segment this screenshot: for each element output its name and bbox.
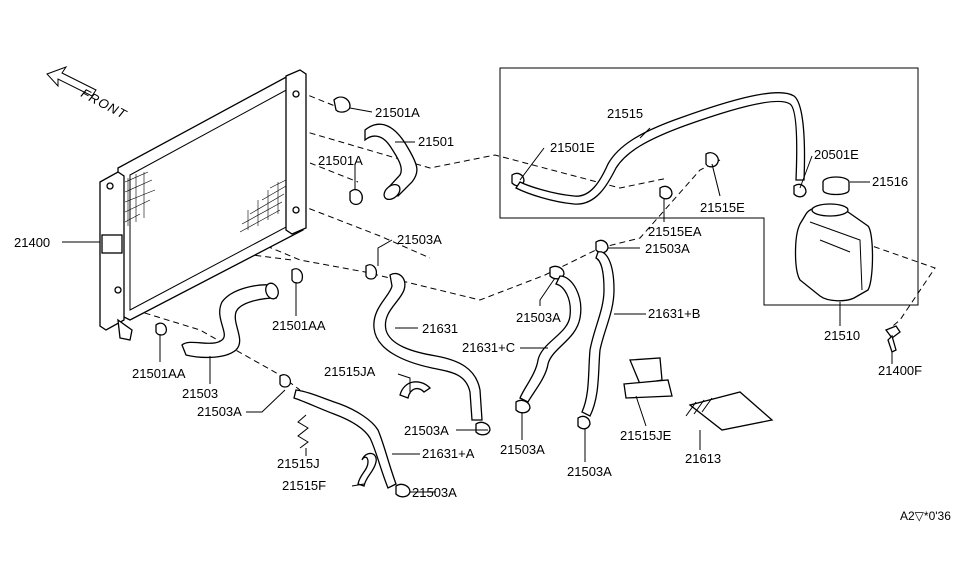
label-21501AA-b: 21501AA xyxy=(132,366,186,381)
radiator xyxy=(99,69,307,341)
heater-hose-21631 xyxy=(373,272,483,421)
label-21510: 21510 xyxy=(824,328,860,343)
clip-21515J-icon xyxy=(297,414,309,449)
bolt-icon xyxy=(884,325,901,353)
label-21631: 21631 xyxy=(422,321,458,336)
label-21515EA: 21515EA xyxy=(648,224,702,239)
label-21501: 21501 xyxy=(418,134,454,149)
label-21515F: 21515F xyxy=(282,478,326,493)
coolant-reservoir-tank xyxy=(794,203,874,302)
leader-lines xyxy=(62,107,893,493)
label-21516: 21516 xyxy=(872,174,908,189)
reservoir-group-box xyxy=(499,67,919,306)
label-21503A-d: 21503A xyxy=(404,423,449,438)
part-labels: 21501A 21501 21501A 21400 21503A 21501AA… xyxy=(14,105,922,500)
label-21613: 21613 xyxy=(685,451,721,466)
label-21515J: 21515J xyxy=(277,456,320,471)
label-21503A-c: 21503A xyxy=(412,485,457,500)
clip-21515F-icon xyxy=(357,452,377,487)
label-21631A: 21631+A xyxy=(422,446,475,461)
label-21515: 21515 xyxy=(607,106,643,121)
label-21503A-b: 21503A xyxy=(197,404,242,419)
label-21400F: 21400F xyxy=(878,363,922,378)
label-21631C: 21631+C xyxy=(462,340,515,355)
heater-pipe-21631A xyxy=(293,389,397,489)
heater-hose-21631B xyxy=(581,251,615,417)
label-21515JA: 21515JA xyxy=(324,364,376,379)
label-21515JE: 21515JE xyxy=(620,428,672,443)
front-arrow-icon xyxy=(46,66,97,97)
label-21503A-f: 21503A xyxy=(500,442,545,457)
label-21503A-h: 21503A xyxy=(567,464,612,479)
label-21503A-e: 21503A xyxy=(516,310,561,325)
label-21501AA-a: 21501AA xyxy=(272,318,326,333)
bracket-21515JE xyxy=(623,357,673,399)
label-21515E: 21515E xyxy=(700,200,745,215)
label-21501E: 21501E xyxy=(550,140,595,155)
heater-hose-21631C xyxy=(519,275,582,403)
label-21503A-g: 21503A xyxy=(645,241,690,256)
hose-clamp-icons xyxy=(155,96,807,498)
shroud-plate-21613 xyxy=(685,391,774,431)
label-21501A-top: 21501A xyxy=(375,105,420,120)
label-21503A-a: 21503A xyxy=(397,232,442,247)
front-label: FRONT xyxy=(79,85,130,122)
label-20501E: 20501E xyxy=(814,147,859,162)
diagram-code: A2▽*0'36 xyxy=(900,509,951,523)
label-21631B: 21631+B xyxy=(648,306,700,321)
reservoir-overflow-hose xyxy=(515,92,806,205)
label-21501A-mid: 21501A xyxy=(318,153,363,168)
label-21503: 21503 xyxy=(182,386,218,401)
lower-radiator-hose xyxy=(181,284,278,359)
label-21400: 21400 xyxy=(14,235,50,250)
hose-clip-band xyxy=(399,381,432,399)
reservoir-cap xyxy=(822,176,850,196)
